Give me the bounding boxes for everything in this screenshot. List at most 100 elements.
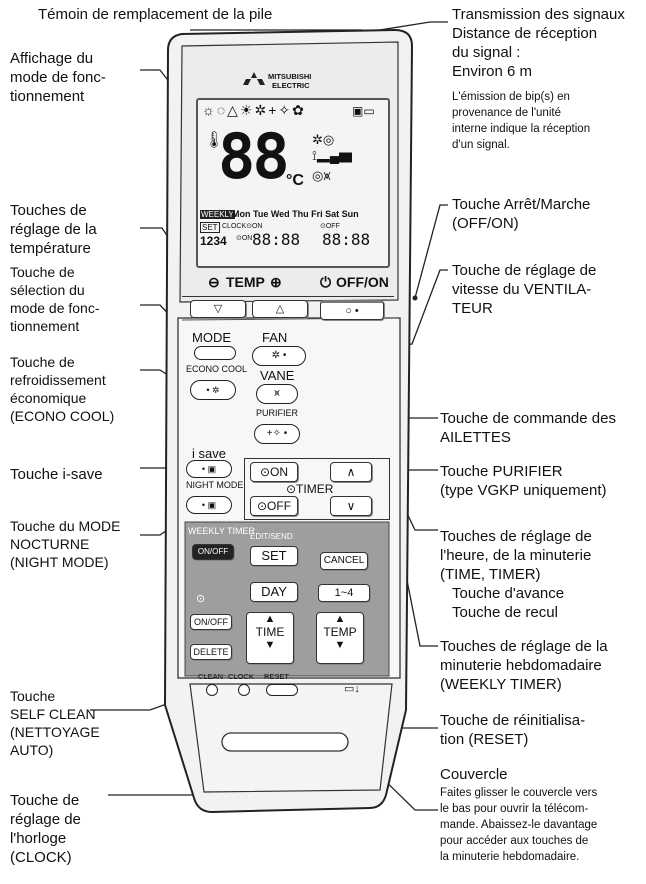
day-button[interactable]: DAY [250, 582, 298, 602]
cancel-button[interactable]: CANCEL [320, 552, 368, 570]
time-button[interactable]: ▲ TIME ▼ [246, 612, 294, 664]
label-clock-3: l'horloge [10, 830, 67, 847]
label-onoff-2: (OFF/ON) [452, 215, 519, 232]
label-timer-1: Touches de réglage de [440, 528, 592, 545]
label-night-2: NOCTURNE [10, 536, 90, 552]
time-up-arrow-icon: ▲ [264, 613, 276, 625]
time-label: TIME [255, 625, 285, 639]
lcd-temperature: 88 [218, 120, 290, 193]
label-fan-1: Touche de réglage de [452, 262, 597, 279]
mode-icons: ☼◌△☀✲+✧✿ [202, 102, 306, 118]
label-timer-3: (TIME, TIMER) [440, 566, 541, 583]
signal-icon: ▣▭ [352, 104, 375, 118]
label-night-1: Touche du MODE [10, 518, 121, 534]
temp-down-button[interactable]: ▽ [190, 300, 246, 318]
label-vane-2: AILETTES [440, 429, 511, 446]
label-mode-select-1: Touche de [10, 264, 75, 280]
label-signal-5: L'émission de bip(s) en [452, 91, 570, 103]
mode-button[interactable] [194, 346, 236, 360]
lcd-weekly: WEEKLY [200, 210, 235, 219]
label-onoff-1: Touche Arrêt/Marche [452, 196, 591, 213]
onoff-small-button[interactable]: ON/OFF [190, 614, 232, 630]
label-purifier-1: Touche PURIFIER [440, 463, 563, 480]
temp-label: TEMP [226, 274, 265, 290]
label-reset-2: tion (RESET) [440, 731, 529, 748]
range-button[interactable]: 1~4 [318, 584, 370, 602]
timer-up-button[interactable]: ∧ [330, 462, 372, 482]
lcd-off: ⊙OFF [320, 223, 340, 230]
thermometer-icon: 🌡 [204, 132, 225, 149]
label-signal-7: interne indique la réception [452, 123, 591, 135]
label-econo-2: refroidissement [10, 372, 106, 388]
label-mode-display-1: Affichage du [10, 50, 94, 67]
temp-weekly-button[interactable]: ▲ TEMP ▼ [316, 612, 364, 664]
econo-cool-button[interactable]: • ✲ [190, 380, 236, 400]
label-night-3: (NIGHT MODE) [10, 554, 109, 570]
brand-line-1: MITSUBISHI [268, 72, 312, 81]
night-mode-button[interactable]: • ▣ [186, 496, 232, 514]
clock-label: CLOCK [228, 672, 254, 681]
timer-box [244, 458, 390, 520]
label-mode-select-4: tionnement [10, 318, 80, 334]
isave-label: i save [192, 446, 226, 461]
label-signal-1: Transmission des signaux [452, 6, 625, 23]
set-button[interactable]: SET [250, 546, 298, 566]
label-mode-select-3: mode de fonc- [10, 300, 100, 316]
label-reset-1: Touche de réinitialisa- [440, 712, 586, 729]
fan-button[interactable]: ✲ • [252, 346, 306, 366]
label-fan-3: TEUR [452, 300, 493, 317]
fan-label: FAN [262, 330, 288, 345]
label-clock-2: réglage de [10, 811, 81, 828]
purifier-button[interactable]: +✧ • [254, 424, 300, 444]
onoff-button[interactable]: ○ • [320, 300, 384, 320]
clean-button[interactable] [206, 684, 218, 696]
night-mode-label: NIGHT MODE [186, 480, 244, 490]
label-selfclean-1: Touche [10, 688, 56, 704]
temp-plus-icon: ⊕ [270, 274, 282, 290]
econo-cool-label: ECONO COOL [186, 364, 248, 374]
label-fan-2: vitesse du VENTILA- [452, 281, 592, 298]
vane-icons: ◎⩙ [312, 168, 331, 183]
weekly-timer-label: WEEKLY TIMER [188, 526, 256, 536]
label-econo-1: Touche de [10, 354, 75, 370]
label-isave: Touche i-save [10, 466, 103, 483]
reset-button[interactable] [266, 684, 298, 696]
label-weekly-3: (WEEKLY TIMER) [440, 676, 562, 693]
temp-up-button[interactable]: △ [252, 300, 308, 318]
timer-down-button[interactable]: ∨ [330, 496, 372, 516]
fan-speed-icons: ✲◎⟟▂▄▆ [312, 132, 353, 163]
label-clock-4: (CLOCK) [10, 849, 72, 866]
lcd-time-1: 88:88 [252, 230, 301, 249]
label-cover-4: mande. Abaissez-le davantage [440, 819, 598, 831]
delete-button[interactable]: DELETE [190, 644, 232, 660]
leader-onoff [414, 204, 448, 299]
clock-button[interactable] [238, 684, 250, 696]
label-selfclean-3: (NETTOYAGE [10, 724, 100, 740]
label-mode-display-2: mode de fonc- [10, 69, 106, 86]
top-keys-row [182, 296, 394, 321]
label-weekly-2: minuterie hebdomadaire [440, 657, 602, 674]
label-vane-1: Touche de commande des [440, 410, 616, 427]
battery-icon: ▭↓ [344, 683, 360, 695]
label-econo-4: (ECONO COOL) [10, 408, 115, 424]
label-timer-5: Touche de recul [452, 604, 558, 621]
timer-on-button[interactable]: ⊙ON [250, 462, 298, 482]
label-signal-4: Environ 6 m [452, 63, 533, 80]
leader-weekly [402, 559, 438, 647]
label-timer-2: l'heure, de la minuterie [440, 547, 592, 564]
vane-button[interactable]: ⩙ [256, 384, 298, 404]
lcd-days: Mon Tue Wed Thu Fri Sat Sun [232, 209, 359, 219]
timer-off-button[interactable]: ⊙OFF [250, 496, 298, 516]
label-selfclean-4: AUTO) [10, 742, 54, 758]
label-mode-select-2: sélection du [10, 282, 85, 298]
temp-weekly-label: TEMP [323, 625, 357, 639]
weekly-onoff-button[interactable]: ON/OFF [192, 544, 234, 560]
time-down-arrow-icon: ▼ [264, 639, 276, 651]
label-signal-3: du signal : [452, 44, 521, 61]
label-selfclean-2: SELF CLEAN [10, 706, 96, 722]
vane-label: VANE [260, 368, 295, 383]
mode-label: MODE [192, 330, 231, 345]
isave-button[interactable]: • ▣ [186, 460, 232, 478]
temp-minus-icon: ⊖ [208, 274, 220, 290]
label-clock-1: Touche de [10, 792, 80, 809]
